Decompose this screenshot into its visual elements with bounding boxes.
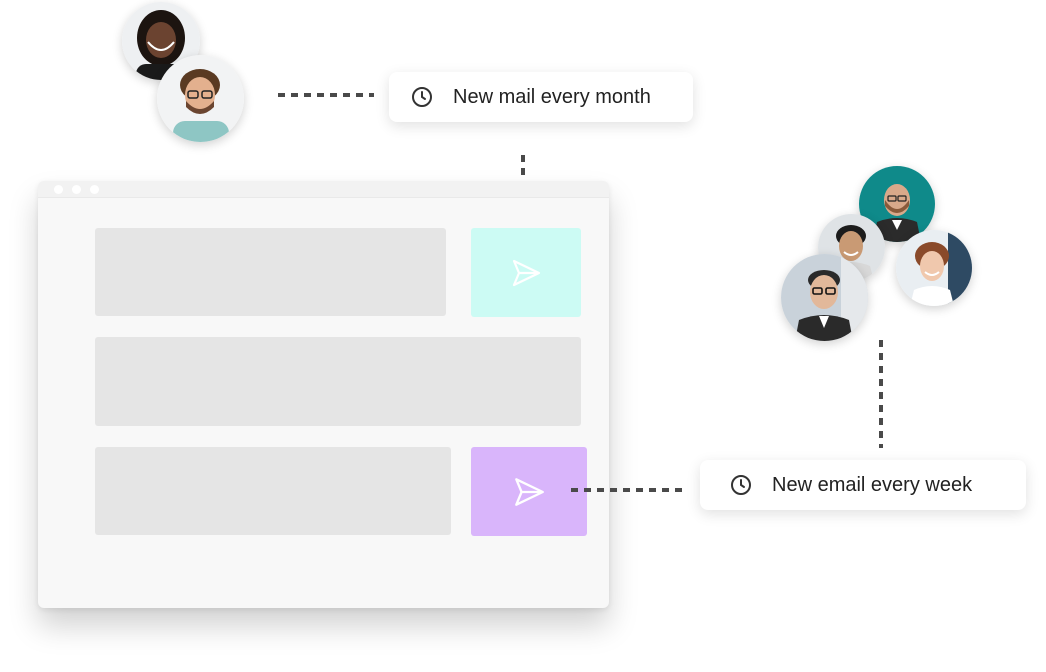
send-icon (512, 259, 541, 286)
avatar-man-glasses (157, 55, 244, 142)
avatar-woman-smiling (896, 230, 972, 306)
content-placeholder (95, 447, 451, 535)
email-window (38, 181, 609, 608)
avatar-man-suit-glasses (781, 254, 868, 341)
clock-icon (731, 475, 751, 495)
schedule-label-monthly: New mail every month (453, 85, 651, 108)
window-dot (90, 185, 99, 194)
window-titlebar (38, 181, 609, 198)
schedule-label-weekly: New email every week (772, 473, 973, 496)
connector-weekly-horizontal (571, 488, 685, 492)
window-dot (72, 185, 81, 194)
connector-monthly-horizontal (278, 93, 374, 97)
connector-weekly-vertical (879, 340, 883, 448)
avatar-woman (122, 2, 200, 80)
send-button-monthly[interactable] (471, 228, 581, 317)
send-icon (515, 477, 544, 506)
content-placeholder (95, 228, 446, 316)
content-placeholder (95, 337, 581, 426)
schedule-chip-weekly: New email every week (700, 460, 1026, 510)
schedule-chip-monthly: New mail every month (389, 72, 693, 122)
clock-icon (412, 87, 432, 107)
send-button-weekly[interactable] (471, 447, 587, 536)
window-dot (54, 185, 63, 194)
